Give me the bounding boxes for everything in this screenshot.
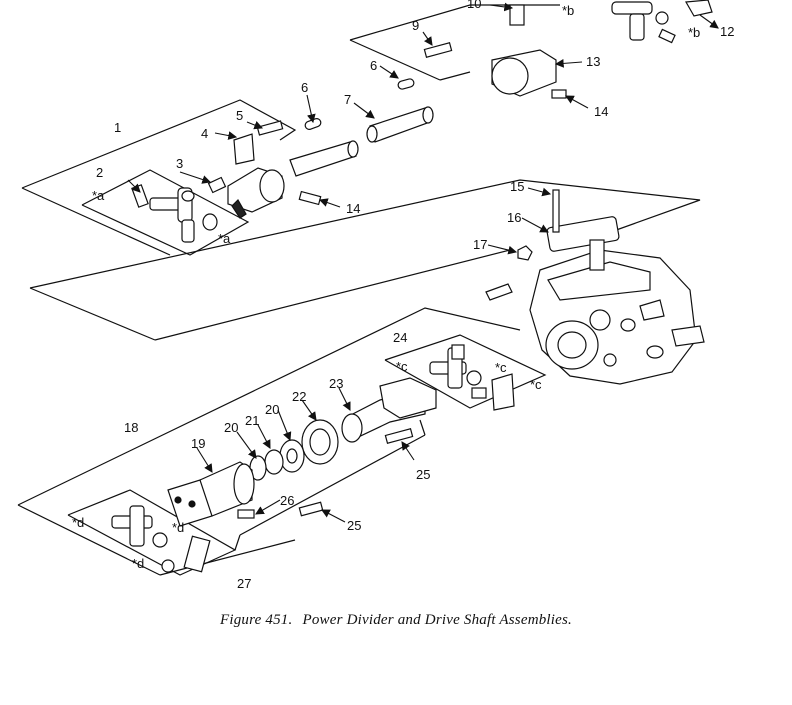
callout-25-lower: 25 [416,467,430,482]
star-d-bottom: *d [132,556,144,571]
u-joint-27 [111,505,211,573]
center-bearing-13 [423,42,567,99]
callout-5: 5 [236,108,243,123]
star-c-mid: *c [495,360,507,375]
callout-4: 4 [201,126,208,141]
group-outline-top-right [349,4,560,41]
group-outline-24 [384,334,547,409]
callout-12: 12 [720,24,734,39]
star-a-right: *a [218,231,231,246]
star-c-left: *c [396,359,408,374]
callout-6-lower: 6 [370,58,377,73]
callout-14-top: 14 [594,104,608,119]
star-a-left: *a [92,188,105,203]
callout-26: 26 [280,493,294,508]
callout-14-mid: 14 [346,201,360,216]
callout-15: 15 [510,179,524,194]
callout-22: 22 [292,389,306,404]
star-b-right: *b [688,25,700,40]
star-d-left: *d [72,515,84,530]
callout-25-right: 25 [347,518,361,533]
star-d-mid: *d [172,520,184,535]
callout-7: 7 [344,92,351,107]
slip-yoke-assembly [207,167,285,219]
group-outline-2 [81,169,250,256]
callout-24: 24 [393,330,407,345]
callout-20-right: 20 [265,402,279,417]
callout-6-upper: 6 [301,80,308,95]
callout-16: 16 [507,210,521,225]
callout-21: 21 [245,413,259,428]
callout-1: 1 [114,120,121,135]
star-b-top: *b [562,3,574,18]
spline-rings-20-22 [249,419,339,481]
callout-10: 10 [467,0,481,11]
callout-9: 9 [412,18,419,33]
callout-3: 3 [176,156,183,171]
yoke-shaft-23 [341,377,437,444]
group-outline-18 [17,307,521,506]
callout-23: 23 [329,376,343,391]
callout-27: 27 [237,576,251,591]
figure-title: Power Divider and Drive Shaft Assemblies… [302,612,573,628]
callout-13: 13 [586,54,600,69]
figure-caption: Figure 451. Power Divider and Drive Shaft… [0,612,792,629]
universal-joint-upper [131,184,218,243]
star-c-right: *c [530,377,542,392]
strap-and-bolt-4-5 [233,120,284,165]
callout-20-left: 20 [224,420,238,435]
alignment-line-upper [29,179,701,289]
slip-yoke-19 [167,461,324,527]
figure-number: Figure 451. [219,612,293,628]
bolt-14-upper [298,190,322,206]
u-joint-top-right [509,0,713,44]
callout-2: 2 [96,165,103,180]
u-joint-24 [429,344,515,411]
callout-17: 17 [473,237,487,252]
drive-shaft-tube-upper [289,78,434,177]
callout-18: 18 [124,420,138,435]
group-outline-1 [21,99,297,189]
power-divider-housing [485,189,705,385]
callout-19: 19 [191,436,205,451]
